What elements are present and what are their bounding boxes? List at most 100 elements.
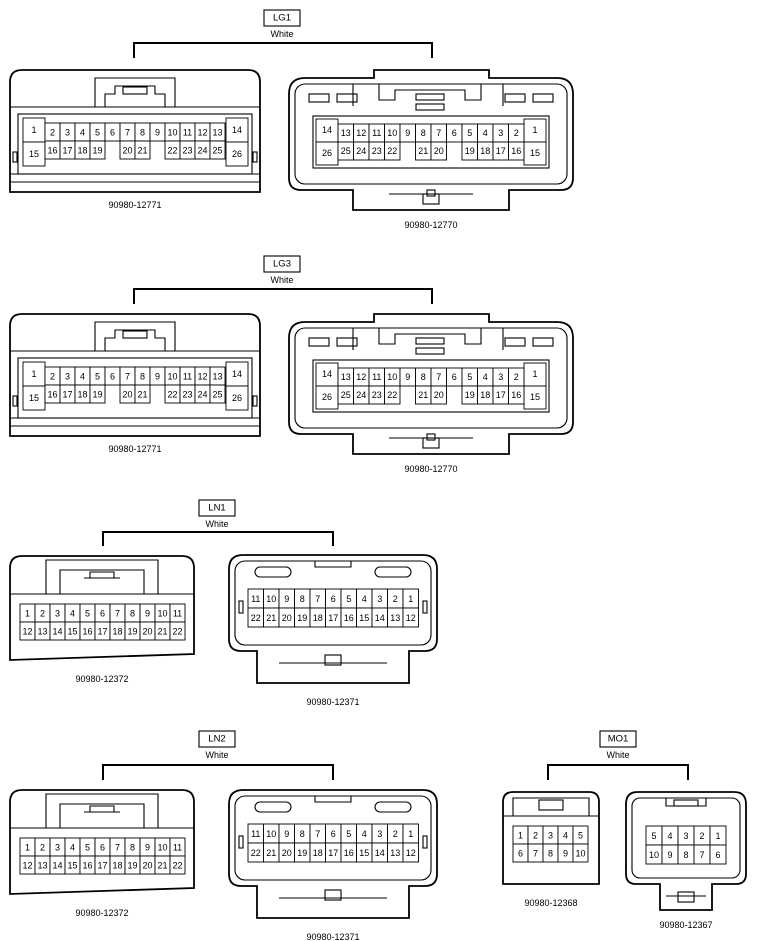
- pin-label: 10: [266, 829, 276, 839]
- connector-code: LG3: [273, 259, 291, 270]
- pin-label: 2: [699, 831, 704, 841]
- pin-cell: [134, 140, 151, 160]
- guide-slot: [336, 93, 358, 103]
- top-recess: [378, 84, 482, 101]
- pin-label: 18: [77, 390, 87, 400]
- connector-color: White: [270, 29, 293, 39]
- pin-label: 5: [85, 609, 90, 619]
- inner-frame: [294, 83, 568, 185]
- latch-housing: [94, 77, 176, 107]
- bottom-lock: [324, 654, 342, 666]
- pin-label: 21: [266, 848, 276, 858]
- pin-label: 20: [434, 146, 444, 156]
- pin-label: 8: [683, 850, 688, 860]
- pin-label: 6: [715, 850, 720, 860]
- connector-code-box: [198, 730, 236, 748]
- pin-label: 1: [715, 831, 720, 841]
- pin-label: 5: [346, 829, 351, 839]
- pin-cell: [209, 384, 226, 404]
- pin-label: 2: [393, 829, 398, 839]
- pin-label: 26: [232, 149, 242, 159]
- pin-cell: [169, 621, 186, 641]
- side-key: [422, 600, 428, 614]
- pin-label: 11: [372, 128, 381, 138]
- pin-label: 16: [511, 390, 521, 400]
- pin-label: 4: [483, 128, 488, 138]
- group-bracket: [547, 764, 689, 780]
- pin-label: 1: [408, 594, 413, 604]
- pin-label: 16: [47, 390, 57, 400]
- pin-label: 7: [115, 843, 120, 853]
- guide-slot: [336, 337, 358, 347]
- pin-label: 10: [266, 594, 276, 604]
- top-slot: [415, 93, 445, 101]
- pin-label: 22: [167, 146, 177, 156]
- pin-cell: [89, 140, 106, 160]
- pin-label: 19: [127, 861, 137, 871]
- connector-body: [288, 313, 574, 455]
- pin-label: 20: [122, 146, 132, 156]
- pin-label: 4: [70, 843, 75, 853]
- pin-label: 15: [29, 393, 39, 403]
- pin-label: 2: [50, 128, 55, 138]
- pin-label: 2: [40, 609, 45, 619]
- pin-cell: [384, 385, 401, 405]
- pin-label: 6: [331, 594, 336, 604]
- guide-slot: [532, 337, 554, 347]
- pin-cell: [430, 141, 447, 161]
- pin-label: 7: [315, 594, 320, 604]
- pin-cell: [89, 384, 106, 404]
- part-number: 90980-12372: [75, 908, 128, 918]
- pin-label: 4: [362, 829, 367, 839]
- pin-label: 6: [452, 372, 457, 382]
- pin-label: 26: [232, 393, 242, 403]
- part-number: 90980-12771: [108, 200, 161, 210]
- part-number: 90980-12371: [306, 697, 359, 707]
- pin-label: 8: [300, 594, 305, 604]
- pin-label: 5: [346, 594, 351, 604]
- pin-label: 17: [328, 848, 338, 858]
- pin-label: 11: [173, 843, 182, 853]
- connector-color: White: [205, 750, 228, 760]
- pin-label: 15: [359, 613, 369, 623]
- pin-label: 14: [322, 125, 332, 135]
- guide-slot: [504, 337, 526, 347]
- latch-tab: [122, 86, 148, 95]
- pin-label: 14: [375, 848, 385, 858]
- bottom-lock: [324, 889, 342, 901]
- pin-label: 12: [406, 613, 416, 623]
- pin-label: 8: [130, 609, 135, 619]
- group-bracket: [133, 42, 433, 58]
- pin-label: 10: [387, 128, 397, 138]
- pin-label: 4: [70, 609, 75, 619]
- pin-label: 20: [282, 848, 292, 858]
- pin-label: 8: [140, 128, 145, 138]
- pin-label: 23: [182, 390, 192, 400]
- pin-label: 4: [483, 372, 488, 382]
- pin-label: 9: [145, 609, 150, 619]
- pin-label: 13: [341, 128, 351, 138]
- pin-cell: [508, 141, 525, 161]
- pin-label: 19: [127, 627, 137, 637]
- inner-frame: [234, 560, 432, 646]
- pin-label: 19: [465, 390, 475, 400]
- pin-label: 16: [511, 146, 521, 156]
- pin-label: 14: [52, 861, 62, 871]
- pin-label: 4: [80, 372, 85, 382]
- pin-label: 16: [82, 627, 92, 637]
- pin-label: 21: [137, 390, 147, 400]
- pin-label: 2: [514, 372, 519, 382]
- pin-cell: [430, 385, 447, 405]
- pin-label: 13: [37, 627, 47, 637]
- pin-label: 20: [142, 861, 152, 871]
- pin-label: 2: [533, 831, 538, 841]
- latch-inner: [59, 569, 145, 594]
- pin-label: 7: [125, 372, 130, 382]
- connector-body: [228, 789, 438, 919]
